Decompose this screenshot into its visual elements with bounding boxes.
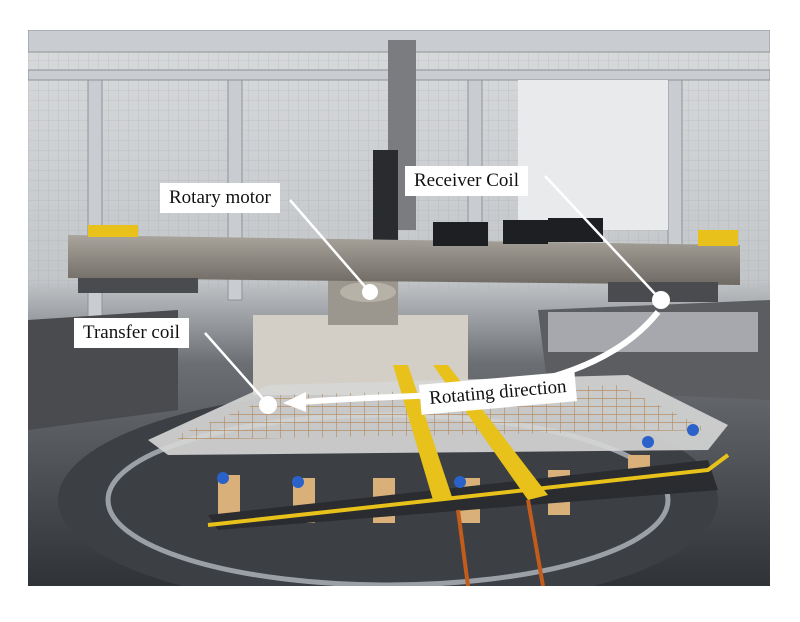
rotary-motor-label: Rotary motor (160, 183, 280, 213)
test-rig-photo (28, 30, 770, 586)
transfer-coil-label: Transfer coil (74, 318, 189, 348)
receiver-coil-label: Receiver Coil (405, 166, 528, 196)
